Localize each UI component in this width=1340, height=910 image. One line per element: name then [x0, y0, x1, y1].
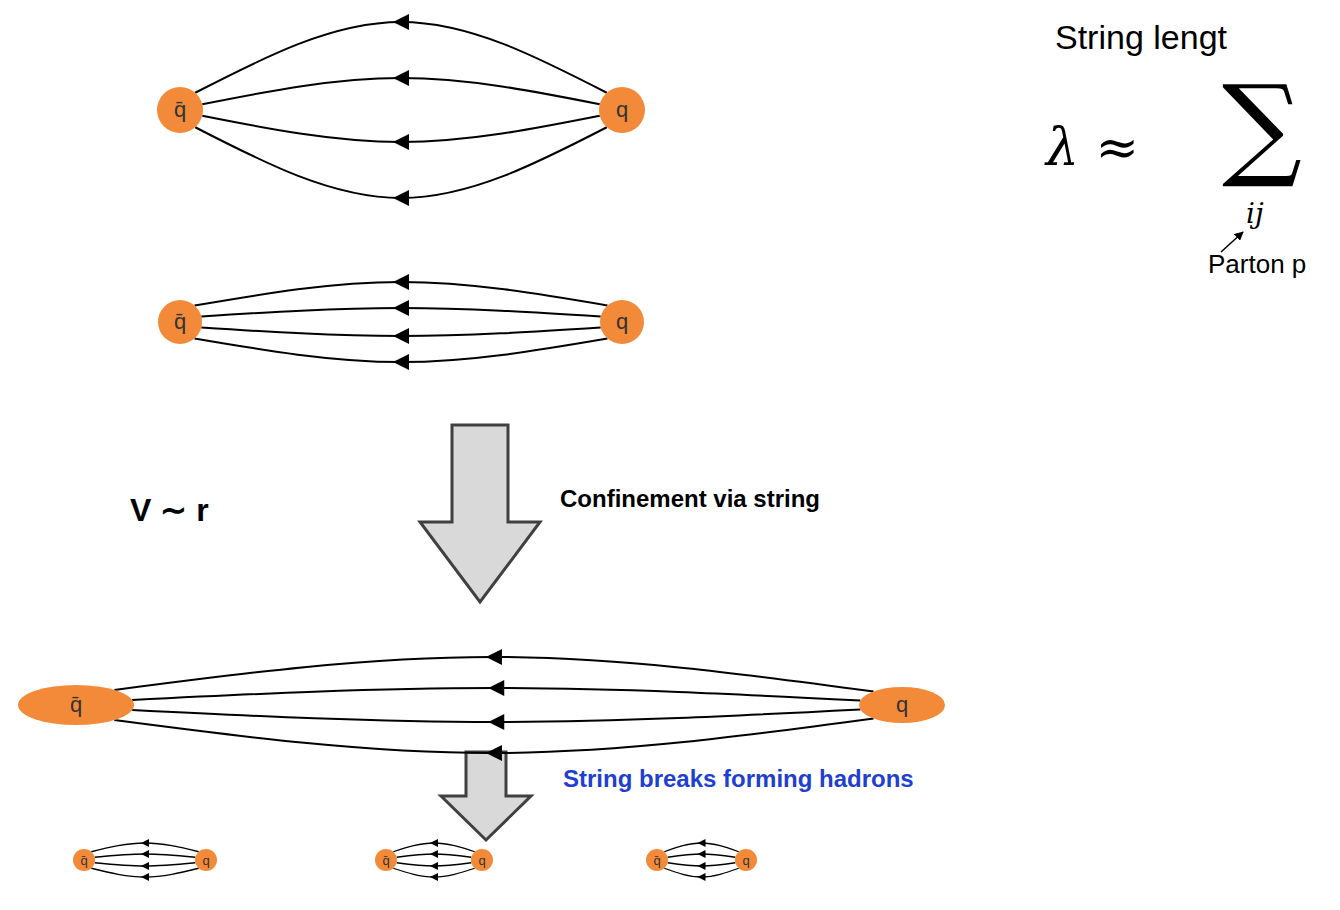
flux-line — [201, 328, 600, 337]
quark-label: q̄ — [70, 694, 82, 716]
step-label: String breaks forming hadrons — [563, 765, 914, 793]
quark-label: q̄ — [174, 99, 186, 121]
step-label: Confinement via string — [560, 485, 820, 513]
process-arrow — [441, 752, 531, 840]
flux-line — [114, 657, 873, 692]
flux-line — [132, 710, 860, 723]
quark-circle: q̄ — [157, 87, 203, 133]
flux-line — [195, 282, 608, 306]
quark-circle: q̄ — [158, 300, 202, 344]
flux-line — [114, 719, 873, 754]
quark-label: q — [616, 311, 628, 333]
flux-line — [95, 854, 196, 857]
quark-circle: q — [600, 300, 644, 344]
flux-line — [393, 868, 474, 877]
sum-symbol: ∑ — [1222, 70, 1302, 182]
quark-label: q̄ — [80, 854, 87, 867]
flux-line — [668, 854, 736, 857]
quark-circle: q — [195, 849, 217, 871]
quark-circle: q̄ — [73, 849, 95, 871]
flux-line — [393, 843, 474, 852]
flux-line — [91, 843, 198, 852]
flux-line — [95, 863, 196, 866]
quark-circle: q̄ — [375, 849, 397, 871]
quark-label: q — [202, 854, 209, 867]
flux-line — [195, 127, 607, 198]
quark-circle: q̄ — [18, 685, 134, 725]
formula-label: V ∼ r — [130, 492, 209, 529]
quark-circle: q — [471, 849, 493, 871]
quark-circle: q — [735, 849, 757, 871]
quark-circle: q̄ — [646, 849, 668, 871]
quark-label: q̄ — [382, 854, 389, 867]
process-arrow — [420, 425, 540, 602]
quark-label: q — [742, 854, 749, 867]
quark-circle: q — [859, 687, 945, 723]
flux-line — [202, 116, 599, 142]
heading-text: String lengt — [1055, 18, 1227, 57]
quark-label: q — [896, 694, 908, 716]
flux-line — [664, 843, 738, 852]
sum-index: ij — [1246, 198, 1264, 230]
leader-line — [1221, 232, 1243, 252]
flux-line — [664, 868, 738, 877]
flux-line — [668, 863, 736, 866]
flux-line — [202, 78, 599, 104]
quark-circle: q — [599, 87, 645, 133]
flux-line — [132, 688, 860, 701]
flux-line — [195, 339, 608, 363]
flux-line — [91, 868, 198, 877]
annotation-text: Parton p — [1208, 250, 1306, 280]
flux-line — [397, 863, 472, 866]
quark-label: q — [616, 99, 628, 121]
flux-line — [397, 854, 472, 857]
quark-label: q̄ — [174, 311, 186, 333]
flux-line — [201, 308, 600, 317]
formula-text: λ ≈ — [1046, 118, 1139, 178]
quark-label: q — [478, 854, 485, 867]
quark-label: q̄ — [653, 854, 660, 867]
flux-line — [195, 22, 607, 93]
